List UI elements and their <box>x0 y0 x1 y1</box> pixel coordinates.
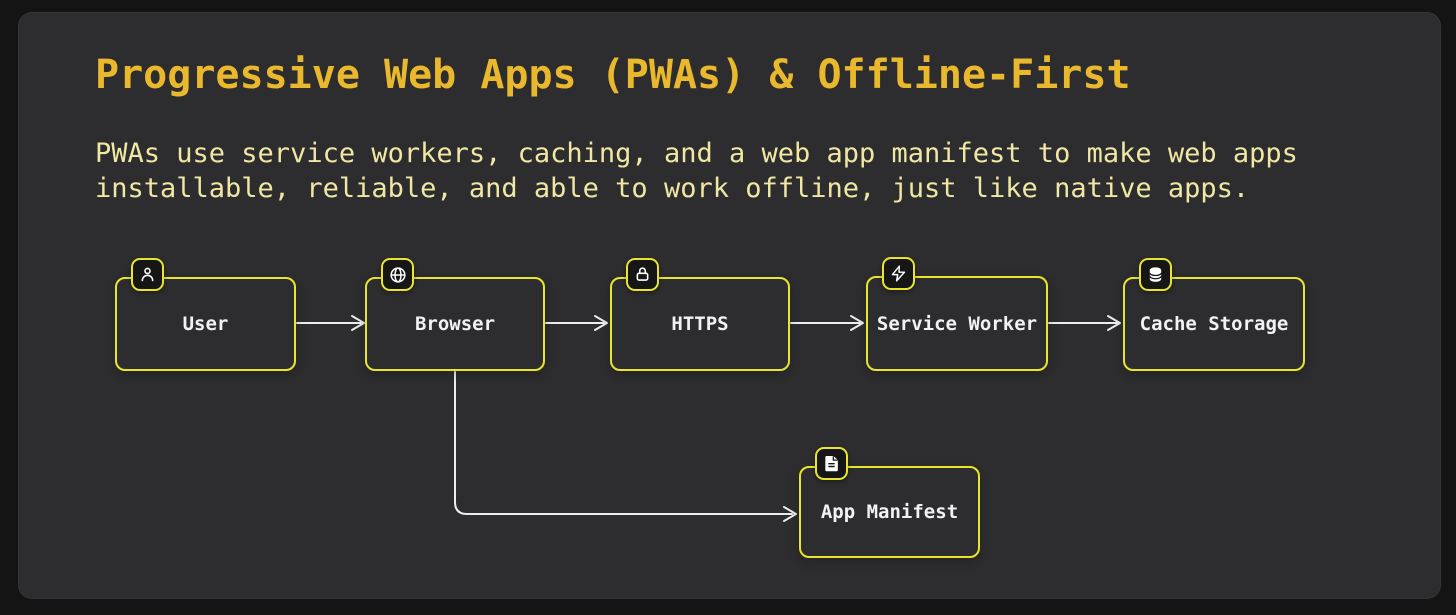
node-cache-storage: Cache Storage <box>1123 258 1305 371</box>
node-user: User <box>115 258 296 371</box>
node-label: Browser <box>414 313 496 335</box>
node-label: HTTPS <box>671 313 729 335</box>
database-icon <box>1139 258 1172 291</box>
lock-icon <box>626 258 659 291</box>
node-label: App Manifest <box>820 501 959 523</box>
page-title: Progressive Web Apps (PWAs) & Offline-Fi… <box>95 52 1131 98</box>
node-label: Service Worker <box>876 312 1038 335</box>
node-app-manifest: App Manifest <box>799 447 980 558</box>
globe-icon <box>381 258 414 291</box>
node-label: User <box>182 313 229 335</box>
node-https: HTTPS <box>610 258 790 371</box>
node-service-worker: Service Worker <box>866 257 1048 371</box>
node-label: Cache Storage <box>1139 313 1289 335</box>
page-description: PWAs use service workers, caching, and a… <box>95 138 1298 204</box>
user-icon <box>131 258 164 291</box>
file-text-icon <box>815 447 848 480</box>
zap-icon <box>882 257 915 290</box>
node-browser: Browser <box>365 258 545 371</box>
